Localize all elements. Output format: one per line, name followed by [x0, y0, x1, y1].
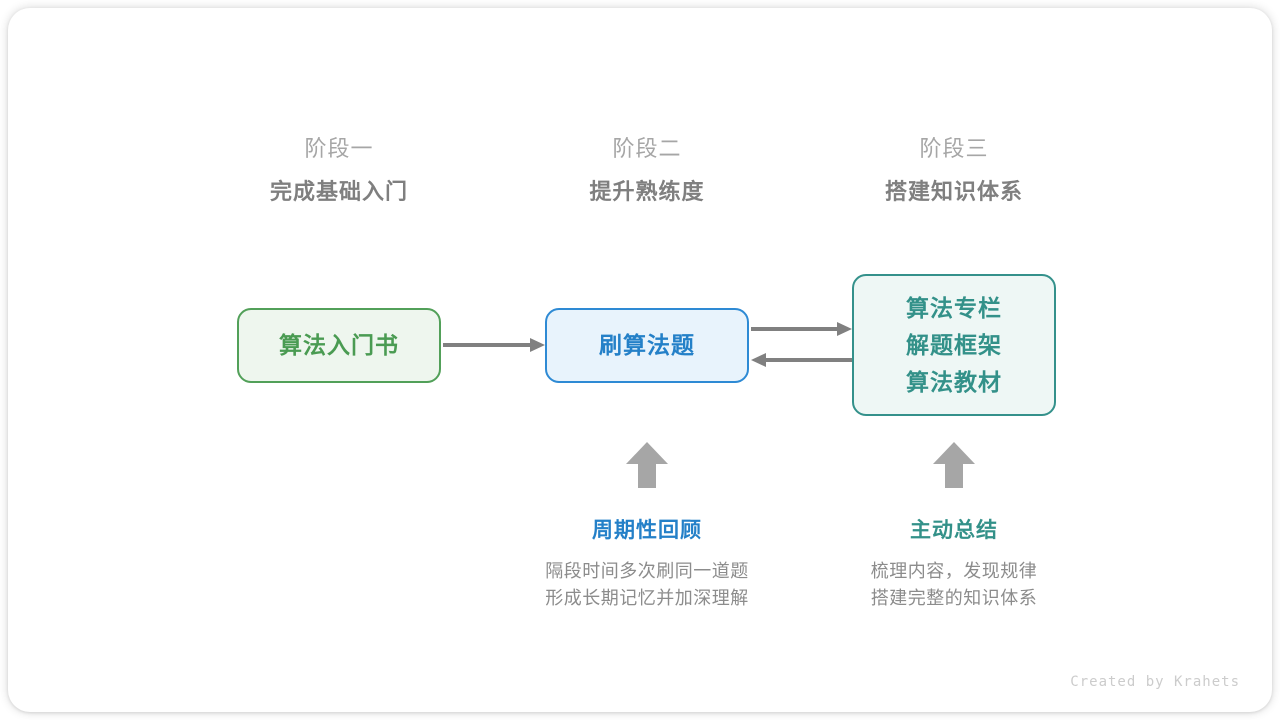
note-description-line-2: 搭建完整的知识体系 — [870, 588, 1038, 608]
stage-header-1: 阶段一 完成基础入门 — [189, 134, 489, 208]
node-practice-problems[interactable]: 刷算法题 — [545, 308, 749, 383]
arrow-stem — [638, 462, 656, 488]
note-title: 主动总结 — [910, 519, 998, 542]
note-description: 梳理内容，发现规律 搭建完整的知识体系 — [794, 558, 1114, 612]
node-label-line-2: 解题框架 — [906, 331, 1002, 358]
arrow-practice-to-resources-icon — [751, 322, 852, 336]
stage-index-label: 阶段一 — [304, 136, 374, 161]
node-label: 刷算法题 — [599, 332, 695, 358]
stage-title-label: 提升熟练度 — [589, 179, 705, 204]
note-periodic-review: 周期性回顾 隔段时间多次刷同一道题 形成长期记忆并加深理解 — [487, 516, 807, 612]
node-label: 算法入门书 — [279, 332, 399, 358]
arrow-shaft — [443, 343, 533, 347]
node-label-line-1: 算法专栏 — [906, 294, 1002, 321]
arrow-head — [626, 442, 668, 464]
node-label-line-3: 算法教材 — [906, 368, 1002, 395]
up-arrow-review-icon — [626, 442, 668, 488]
arrow-shaft — [751, 327, 840, 331]
arrow-stem — [945, 462, 963, 488]
note-title: 周期性回顾 — [592, 519, 702, 542]
arrow-head — [933, 442, 975, 464]
note-description-line-1: 梳理内容，发现规律 — [870, 561, 1038, 581]
arrow-book-to-practice-icon — [443, 338, 545, 352]
node-algorithm-intro-book[interactable]: 算法入门书 — [237, 308, 441, 383]
arrow-shaft — [763, 358, 852, 362]
arrow-head — [837, 322, 852, 336]
note-description-line-1: 隔段时间多次刷同一道题 — [545, 561, 749, 581]
stage-header-2: 阶段二 提升熟练度 — [497, 134, 797, 208]
arrow-head — [530, 338, 545, 352]
credit-text: Created by Krahets — [1070, 674, 1240, 690]
stage-index-label: 阶段三 — [919, 136, 989, 161]
stage-title-label: 搭建知识体系 — [884, 179, 1023, 204]
up-arrow-summary-icon — [933, 442, 975, 488]
node-learning-resources[interactable]: 算法专栏 解题框架 算法教材 — [852, 274, 1056, 416]
note-description-line-2: 形成长期记忆并加深理解 — [545, 588, 749, 608]
note-description: 隔段时间多次刷同一道题 形成长期记忆并加深理解 — [487, 558, 807, 612]
stage-header-3: 阶段三 搭建知识体系 — [804, 134, 1104, 208]
stage-title-label: 完成基础入门 — [269, 179, 408, 204]
diagram-canvas: 阶段一 完成基础入门 阶段二 提升熟练度 阶段三 搭建知识体系 算法入门书 刷算… — [8, 8, 1272, 712]
arrow-head — [751, 353, 766, 367]
stage-index-label: 阶段二 — [612, 136, 682, 161]
note-active-summary: 主动总结 梳理内容，发现规律 搭建完整的知识体系 — [794, 516, 1114, 612]
arrow-resources-to-practice-icon — [751, 353, 852, 367]
